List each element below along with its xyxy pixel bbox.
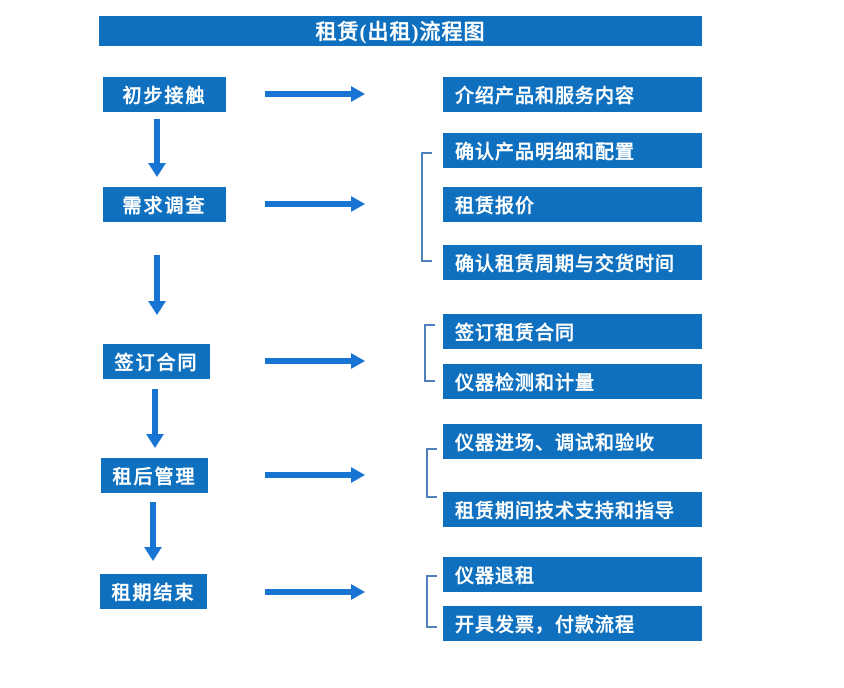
stage-box-demand-survey: 需求调查 [103,187,226,222]
arrow-head-icon [351,196,365,212]
arrow-right-connector-3 [265,353,365,369]
arrow-shaft [154,119,160,163]
detail-box-instrument-return: 仪器退租 [443,557,702,592]
arrow-right-connector-5 [265,584,365,600]
arrow-shaft [265,91,351,97]
arrow-right-connector-2 [265,196,365,212]
arrow-down-connector-1 [148,119,166,177]
arrow-shaft [154,255,160,301]
arrow-right-connector-1 [265,86,365,102]
arrow-right-connector-4 [265,467,365,483]
detail-box-sign-rental-contract: 签订租赁合同 [443,314,702,349]
arrow-head-icon [148,301,166,315]
detail-box-confirm-product-details: 确认产品明细和配置 [443,133,702,168]
arrow-down-connector-3 [146,389,164,448]
arrow-shaft [150,502,156,547]
flowchart-title: 租赁(出租)流程图 [99,16,702,46]
detail-box-confirm-rental-period: 确认租赁周期与交货时间 [443,245,702,280]
arrow-head-icon [351,353,365,369]
arrow-head-icon [351,584,365,600]
arrow-head-icon [148,163,166,177]
detail-box-invoice-payment: 开具发票，付款流程 [443,606,702,641]
detail-box-introduce-products: 介绍产品和服务内容 [443,77,702,112]
detail-box-rental-quote: 租赁报价 [443,187,702,222]
group-bracket-rental-end [426,575,437,628]
stage-box-post-rental-management: 租后管理 [101,458,208,493]
arrow-shaft [152,389,158,434]
stage-box-sign-contract: 签订合同 [103,344,210,379]
arrow-shaft [265,589,351,595]
stage-box-initial-contact: 初步接触 [103,77,226,112]
detail-box-technical-support: 租赁期间技术支持和指导 [443,492,702,527]
arrow-down-connector-2 [148,255,166,315]
arrow-head-icon [351,467,365,483]
arrow-shaft [265,358,351,364]
stage-box-rental-end: 租期结束 [100,574,207,609]
detail-box-instrument-setup: 仪器进场、调试和验收 [443,424,702,459]
group-bracket-demand-survey [421,152,432,262]
detail-box-instrument-testing: 仪器检测和计量 [443,364,702,399]
arrow-head-icon [146,434,164,448]
arrow-down-connector-4 [144,502,162,561]
arrow-head-icon [144,547,162,561]
arrow-shaft [265,201,351,207]
arrow-shaft [265,472,351,478]
group-bracket-sign-contract [424,324,435,382]
arrow-head-icon [351,86,365,102]
group-bracket-post-rental [426,448,437,498]
